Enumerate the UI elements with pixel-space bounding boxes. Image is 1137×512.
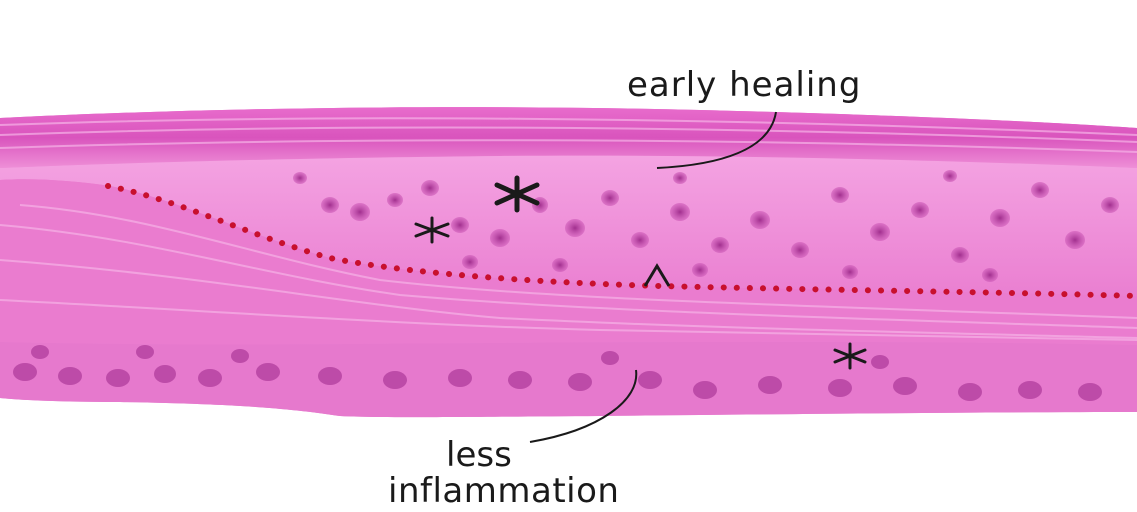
less-inflammation-label-line1: less bbox=[446, 438, 512, 472]
early-healing-label: early healing bbox=[627, 68, 861, 102]
less-inflammation-label-line2: inflammation bbox=[388, 474, 619, 508]
